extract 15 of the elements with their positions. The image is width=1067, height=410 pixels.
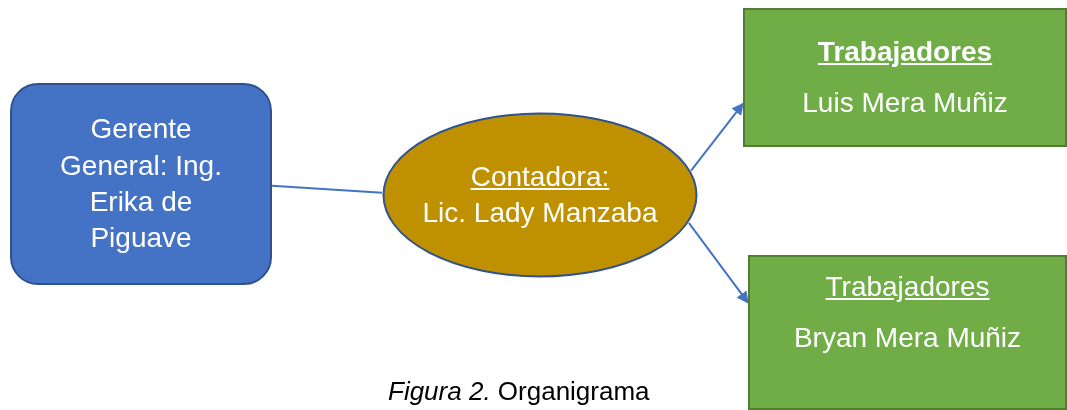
connector-line (271, 184, 384, 194)
heading: Contadora: (470, 159, 610, 194)
node-label: Lic. Lady Manzaba (422, 196, 658, 230)
node-label: Luis Mera Muñiz (802, 85, 1008, 120)
heading: Trabajadores (817, 35, 993, 70)
figure-caption: Figura 2. Organigrama (388, 376, 650, 407)
rounded-box (10, 83, 272, 285)
node-label: Gerente General: Ing. Erika de Piguave (59, 112, 223, 256)
ellipse-node (382, 112, 698, 278)
arrow (690, 102, 744, 172)
node-label: Bryan Mera Muñiz (793, 320, 1022, 355)
process-box (748, 255, 1067, 410)
process-box (743, 8, 1067, 147)
arrow (687, 221, 749, 304)
heading: Trabajadores (825, 270, 990, 305)
